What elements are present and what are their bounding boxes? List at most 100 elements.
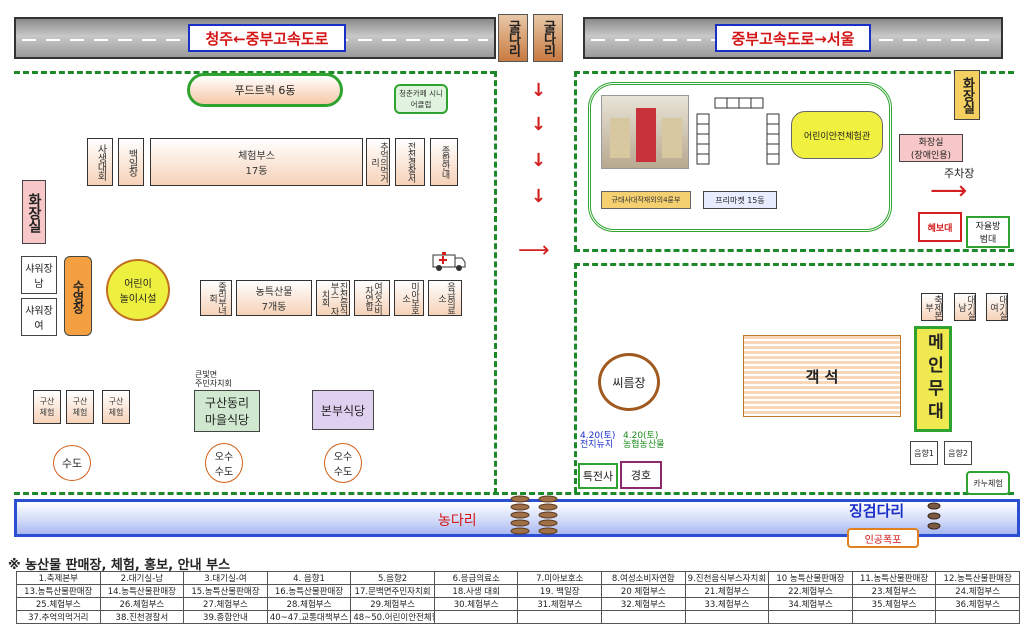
east-road-sign: 중부고속도로→서울: [715, 24, 871, 52]
legend-cell: 1.축제본부: [16, 571, 101, 585]
hq-booth[interactable]: 혜보대: [918, 212, 962, 242]
legend-cell: 12.농특산물판매장: [935, 571, 1020, 585]
shower-female[interactable]: 샤워장 여: [21, 298, 57, 336]
toilet-left[interactable]: 화장실: [22, 180, 46, 244]
sound-booth-1[interactable]: 음향1: [910, 441, 938, 465]
booth-a-sign[interactable]: 규태사대작재외의4륜부: [601, 191, 691, 209]
legend-cell: 14.농특산물판매장: [99, 584, 185, 598]
main-stage[interactable]: 메인무대: [914, 326, 952, 432]
legend-cell: 40~47.교통대책부스: [266, 610, 352, 624]
gusan-experience-2[interactable]: 구산 체험: [66, 390, 94, 424]
nongdari-label: 농다리: [438, 513, 477, 529]
legend-cell: 11.농특산물판매장: [851, 571, 937, 585]
legend-cell: 13.농특산물판매장: [16, 584, 101, 598]
sewer-tap-1: 오수 수도: [205, 443, 243, 483]
legend-cell: 18.사생 대회: [433, 584, 519, 598]
sewer-tap-2: 오수 수도: [324, 443, 362, 483]
legend-cell: 7.미아보호소: [517, 571, 603, 585]
flea-market[interactable]: 프리마켓 15동: [703, 191, 777, 209]
right-zone-lower-left-border: [574, 263, 577, 493]
legend-cell: [768, 610, 853, 624]
legend-cell: 39.종합안내: [183, 610, 268, 624]
kids-safety-hall[interactable]: 어린이안전체험관: [791, 111, 883, 159]
arrow-down-1: ↓: [531, 80, 547, 101]
legend-cell: [433, 610, 519, 624]
gusan-council-label: 큰빛면 주민자치회: [195, 370, 232, 388]
booth-julie-womens[interactable]: 줄리부녀회: [200, 280, 232, 316]
accessible-toilet[interactable]: 화장실 (장애인용): [899, 134, 963, 162]
legend-cell: 26.체험부스: [99, 597, 185, 611]
booth-police[interactable]: 전천경찰서: [395, 138, 425, 186]
stepping-stones-icon: [926, 502, 942, 532]
booth-festival-hq[interactable]: 축제본부: [921, 293, 943, 321]
right-zone-mid-border: [574, 249, 1014, 252]
legend-cell: 25.체험부스: [16, 597, 101, 611]
right-zone-left-border: [574, 71, 577, 251]
legend-cell: 34.체험부스: [768, 597, 853, 611]
wrestling-ring[interactable]: 씨름장: [598, 353, 660, 411]
village-restaurant[interactable]: 구산동리 마을식당: [194, 390, 260, 432]
audience-seating: 객 석: [743, 335, 901, 417]
sound-booth-2[interactable]: 음향2: [944, 441, 972, 465]
main-restaurant[interactable]: 본부식당: [312, 390, 374, 430]
legend-cell: 31.체험부스: [517, 597, 603, 611]
senior-club-cafe[interactable]: 청춘카페 시니어클럽: [394, 84, 448, 114]
wrestling-note-1: 4.20(토) 전지뉴지: [580, 431, 616, 450]
shower-male[interactable]: 샤워장 남: [21, 256, 57, 294]
underpass-left: 굴다리: [498, 14, 528, 62]
booth-women-consumers[interactable]: 여성소비자연합: [354, 280, 390, 316]
legend-cell: 4. 음향1: [266, 571, 352, 585]
legend-cell: 38.진천경찰서: [99, 610, 185, 624]
arrow-down-2: ↓: [531, 114, 547, 135]
parking-arrow-icon: ⟶: [930, 176, 968, 206]
kids-playground[interactable]: 어린이 놀이시설: [106, 259, 170, 321]
booth-waiting-male[interactable]: 대기실남: [954, 293, 976, 321]
left-zone-right-border: [494, 71, 497, 494]
volunteer-patrol[interactable]: 자율방 범대: [966, 216, 1010, 248]
legend-cell: 17.문백면주민자치회: [350, 584, 435, 598]
booth-local-food-council[interactable]: 진천음식부스 자치회: [316, 280, 350, 316]
toilet-right[interactable]: 화장실: [954, 70, 980, 120]
west-road-sign: 청주←중부고속도로: [188, 24, 346, 52]
legend-cell: 6.응급의료소: [433, 571, 519, 585]
wrestling-note-2: 4.20(토) 농협농산물: [623, 431, 665, 450]
booth-waiting-female[interactable]: 대기실여: [986, 293, 1008, 321]
legend-cell: 9.진천음식부스자치회: [684, 571, 770, 585]
booth-farm-products-7[interactable]: 농특산물 7개동: [236, 280, 312, 316]
legend-cell: [684, 610, 770, 624]
underpass-right: 굴다리: [533, 14, 563, 62]
legend-cell: [517, 610, 603, 624]
booth-info[interactable]: 종합안내: [430, 138, 458, 186]
right-zone-lower-top-border: [574, 263, 1014, 266]
swimming-pool[interactable]: 수영장: [64, 256, 92, 336]
gusan-experience-1[interactable]: 구산 체험: [33, 390, 61, 424]
booth-drawing-contest[interactable]: 사생대회: [87, 138, 113, 186]
legend-cell: 48~50.어린이안전체험: [350, 610, 435, 624]
tent-grid: [695, 96, 785, 168]
legend-cell: [935, 610, 1020, 624]
legend-cell: 30.체험부스: [433, 597, 519, 611]
highway-west: 청주←중부고속도로: [14, 17, 496, 59]
booth-memory-food[interactable]: 추억의먹거리: [366, 138, 390, 186]
legend-cell: 16.농특산물판매장: [266, 584, 352, 598]
booth-lost-child[interactable]: 미아보호소: [394, 280, 424, 316]
legend-cell: 29.체험부스: [350, 597, 435, 611]
legend-cell: 33.체험부스: [684, 597, 770, 611]
booth-writing-contest[interactable]: 백일장: [118, 138, 144, 186]
legend-cell: 32.체험부스: [601, 597, 686, 611]
food-truck-area[interactable]: 푸드트럭 6동: [187, 73, 343, 107]
right-zone-top-border: [574, 71, 1014, 74]
booth-experience-17[interactable]: 체험부스 17동: [150, 138, 363, 186]
highway-east: 중부고속도로→서울: [583, 17, 1003, 59]
legend-cell: 23.체험부스: [851, 584, 937, 598]
special-forces-booth[interactable]: 특전사: [578, 463, 618, 489]
canoe-experience[interactable]: 카누체험: [966, 471, 1010, 495]
gusan-experience-3[interactable]: 구산 체험: [102, 390, 130, 424]
artificial-waterfall: 인공폭포: [847, 528, 919, 548]
security-booth[interactable]: 경호: [620, 461, 662, 489]
parking-label: 주차장: [944, 167, 975, 180]
booth-first-aid[interactable]: 응급의료소: [428, 280, 462, 316]
arrow-down-3: ↓: [531, 150, 547, 171]
